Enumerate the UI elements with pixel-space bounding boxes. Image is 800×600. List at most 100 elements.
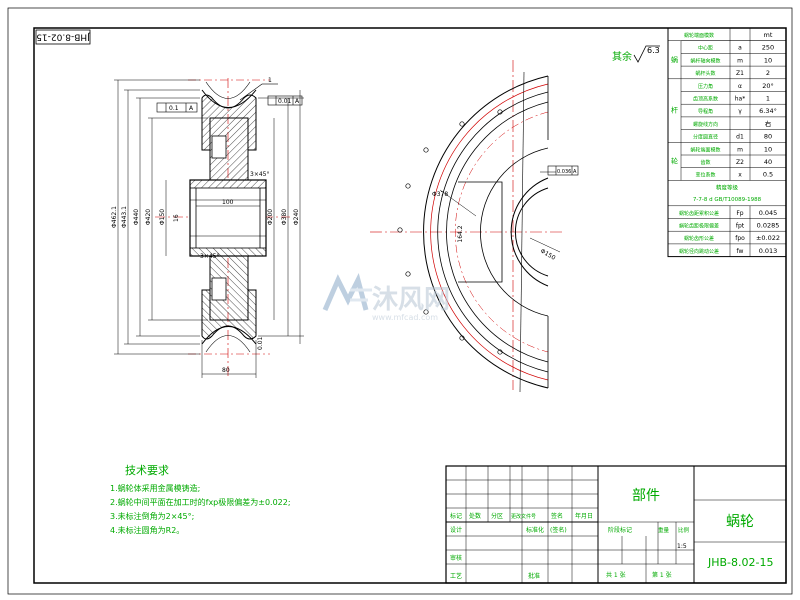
- param-symbol: ha*: [735, 96, 745, 103]
- drawing-frame: [7, 7, 793, 595]
- drawing-code-rotated: JHB-8.02-15: [36, 32, 91, 42]
- param-symbol: d1: [736, 134, 744, 141]
- surface-finish-value: 6.3: [647, 46, 660, 55]
- param-group-label: 轮: [671, 156, 678, 165]
- param-value: 0.5: [763, 171, 773, 179]
- bore-dia: Φ150: [539, 248, 557, 262]
- dim-d-web: Φ380: [281, 209, 288, 225]
- param-symbol: m: [737, 146, 743, 153]
- title-block: [445, 465, 787, 584]
- dim-d-outer-1: Φ462.1: [111, 206, 118, 228]
- tb-drawing-code: JHB-8.02-15: [707, 556, 774, 569]
- tol-symbol: fpt: [736, 223, 745, 230]
- tb-header-mark: 标记: [450, 512, 462, 520]
- front-view-annotations: Φ378 0.036 A 164.2 Φ150: [432, 165, 579, 262]
- title-block-text: 标记 处数 分区 更改文件号 签名 年月日 设计 标准化 (签名) 审核 工艺 …: [450, 488, 774, 580]
- note-item: 4.未标注圆角为R2。: [110, 525, 184, 535]
- tol-name: 蜗轮齿形公差: [684, 235, 714, 242]
- watermark-brand: 沐风网: [372, 285, 450, 315]
- tol-flat-ref: A: [189, 105, 194, 112]
- tol-flat: 0.1: [169, 105, 179, 112]
- section-view: [155, 78, 290, 378]
- param-symbol: Z2: [736, 159, 744, 166]
- tb-approve: 批准: [528, 572, 540, 580]
- param-name: 导程角: [698, 108, 713, 115]
- note-item: 1.蜗轮体采用金属模铸造;: [110, 483, 200, 493]
- dim-chamfer-top: 3×45°: [250, 171, 269, 178]
- tb-header-count: 处数: [469, 512, 481, 520]
- front-view: [370, 60, 565, 393]
- notes-title: 技术要求: [125, 464, 169, 477]
- param-symbol: γ: [738, 108, 742, 115]
- callout-1: 1: [268, 77, 272, 84]
- tol-symbol: Fp: [736, 210, 743, 217]
- mf-logo-icon: [322, 272, 372, 311]
- param-value: 10: [764, 56, 772, 64]
- param-value: 20°: [762, 82, 774, 90]
- note-item: 2.蜗轮中间平面在加工时的fxp极限偏差为±0.022;: [110, 497, 291, 507]
- dim-tooth: 16: [173, 214, 180, 222]
- param-symbol: α: [738, 83, 742, 90]
- tb-design: 设计: [450, 526, 462, 534]
- param-name: 变位系数: [695, 172, 715, 179]
- tb-assembly: 部件: [632, 488, 660, 504]
- tb-sign-date: (签名): [550, 526, 567, 534]
- tb-part-name: 蜗轮: [726, 514, 754, 530]
- param-value: 80: [764, 133, 772, 141]
- precision-title: 精度等级: [716, 183, 739, 191]
- surface-finish-note: 其余 6.3: [612, 45, 660, 63]
- tol-runout-ref: A: [295, 98, 300, 105]
- tol-name: 蜗轮径向跳动公差: [679, 248, 719, 255]
- param-group-label: 杆: [671, 106, 678, 115]
- tb-process: 工艺: [450, 572, 462, 580]
- param-value: 右: [765, 119, 772, 128]
- dim-d-rim: Φ420: [145, 209, 152, 225]
- param-value: 1: [766, 95, 770, 103]
- param-symbol: m: [737, 57, 743, 64]
- param-value: 40: [764, 158, 772, 166]
- keyway-callout: 0.036: [557, 169, 571, 175]
- tb-weight: 重量: [658, 526, 670, 534]
- tol-runout: 0.01: [278, 98, 292, 105]
- tb-header-sign: 签名: [551, 512, 563, 520]
- param-symbol: a: [738, 45, 742, 52]
- dim-hub-len: 100: [222, 199, 234, 206]
- tb-header-date: 年月日: [575, 512, 593, 520]
- note-item: 3.未标注倒角为2×45°;: [110, 511, 194, 521]
- param-name: 中心距: [698, 45, 713, 52]
- dim-tol-01: 0.01: [257, 336, 264, 350]
- tb-header-zone: 分区: [491, 512, 503, 520]
- tol-name: 蜗轮齿距累积公差: [679, 210, 719, 217]
- tb-standardize: 标准化: [526, 526, 544, 534]
- code-box-top: JHB-8.02-15: [35, 29, 91, 45]
- param-value: 6.34°: [759, 107, 777, 115]
- dim-d-hub-out: Φ240: [293, 209, 300, 225]
- dim-d-hub-in: Φ200: [267, 209, 274, 225]
- param-name: 分度圆直径: [693, 134, 718, 141]
- tol-value: ±0.022: [756, 234, 780, 242]
- param-name: 压力角: [698, 83, 713, 90]
- tol-symbol: fw: [737, 248, 744, 255]
- tol-value: 0.045: [759, 209, 778, 217]
- bolt-circle-dim: Φ378: [432, 191, 448, 198]
- param-name: 蜗轮端面模数: [690, 146, 720, 153]
- tol-symbol: fpo: [735, 235, 745, 242]
- param-name: 蜗杆轴向模数: [690, 57, 720, 64]
- param-value: 250: [762, 44, 774, 52]
- param-value: mt: [764, 31, 773, 39]
- param-value: 2: [766, 69, 770, 77]
- param-symbol: x: [738, 172, 742, 179]
- section-annotations: 1 0.1 A 0.01 A: [111, 77, 304, 378]
- dim-d-root: Φ440: [133, 209, 140, 225]
- watermark-url: www.mfcad.com: [372, 313, 438, 322]
- param-value: 10: [764, 145, 772, 153]
- keyway-depth: 164.2: [457, 225, 464, 242]
- tb-header-doc: 更改文件号: [511, 513, 536, 520]
- tb-stage-mark: 阶段标记: [608, 526, 632, 534]
- dim-chamfer-bot: 3×45°: [200, 253, 219, 260]
- technical-notes: 技术要求 1.蜗轮体采用金属模铸造; 2.蜗轮中间平面在加工时的fxp极限偏差为…: [110, 464, 291, 535]
- precision-value: 7-7-8 d GB/T10089-1988: [693, 197, 762, 203]
- param-name: 齿顶高系数: [693, 96, 718, 103]
